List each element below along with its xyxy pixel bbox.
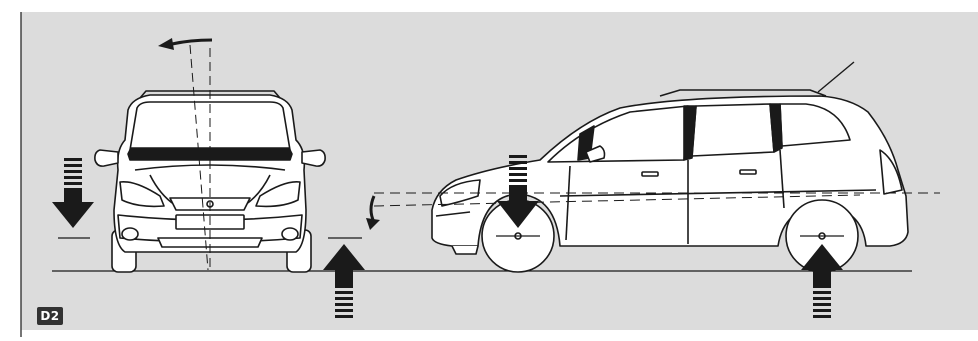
rear-quarter-window [779,103,851,147]
rear-door-window [691,103,775,157]
arrow-up-icon [801,244,843,318]
headlight-right [255,180,301,208]
mirror-left [94,149,119,167]
mirror-right [301,149,326,167]
fog-lamp-right [281,227,299,241]
figure-tag: D2 [37,307,63,325]
antenna [817,61,855,93]
headlight-left [119,180,165,208]
arrow-down-icon [497,155,539,228]
rear-lamp [879,149,903,195]
tilt-axis-line [189,44,209,271]
car-side-view [431,89,909,255]
fog-lamp-left [121,227,139,241]
tilt-reference-line [373,194,861,207]
rotation-arrow-icon [158,38,213,50]
arrow-down-icon [52,158,94,228]
pitch-arrow-icon [366,195,380,230]
side-mirror [585,145,606,163]
arrow-up-icon [323,244,365,318]
